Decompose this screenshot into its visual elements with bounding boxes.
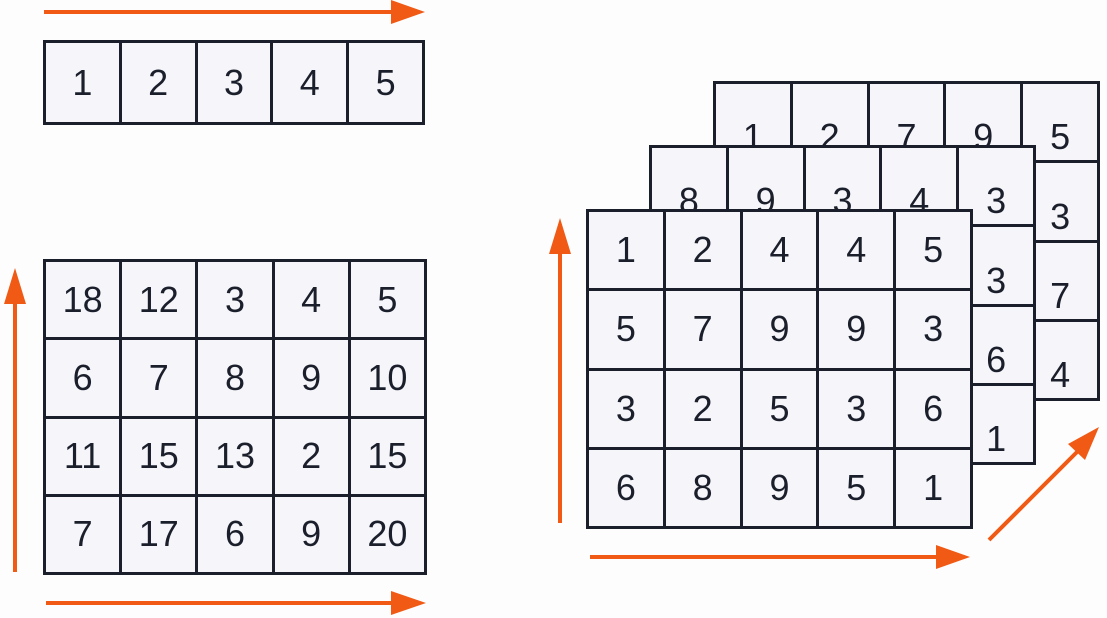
grid-cell: 6 (896, 370, 970, 447)
arrow-2d-horizontal (46, 591, 426, 615)
grid-cell: 4 (742, 212, 817, 289)
grid-cell: 9 (742, 449, 817, 526)
arrow-1d-horizontal (44, 0, 425, 24)
grid-cell: 1 (46, 43, 119, 122)
grid-cell: 4 (273, 43, 347, 122)
grid-cell: 7 (665, 291, 740, 368)
grid-cell: 5 (896, 212, 970, 289)
arrow-3d-depth (987, 427, 1099, 542)
grid-cell: 1 (589, 212, 663, 289)
grid-cell: 5 (819, 449, 894, 526)
grid-cell: 9 (274, 340, 348, 416)
grid-cell: 3 (819, 370, 894, 447)
grid-cell: 9 (742, 291, 817, 368)
grid-cell: 8 (198, 340, 272, 416)
grid-cell: 6 (589, 449, 663, 526)
grid-cell: 11 (46, 418, 120, 494)
grid-cell: 3 (197, 43, 271, 122)
grid-cell: 8 (665, 449, 740, 526)
grid-cell: 4 (819, 212, 894, 289)
grid-cell: 6 (46, 340, 120, 416)
grid-cell: 2 (121, 43, 195, 122)
grid-cell: 5 (589, 291, 663, 368)
grid-cell: 4 (274, 262, 348, 338)
grid-cell: 6 (198, 496, 272, 572)
grid-cell: 7 (46, 496, 120, 572)
grid-cell: 2 (274, 418, 348, 494)
grid-cell: 3 (198, 262, 272, 338)
grid-cell: 5 (349, 43, 422, 122)
arrow-3d-horizontal (590, 545, 970, 569)
grid-cell: 20 (350, 496, 424, 572)
grid-cell: 2 (665, 370, 740, 447)
grid-cell: 15 (122, 418, 196, 494)
grid-cell: 10 (350, 340, 424, 416)
grid-cell: 3 (896, 291, 970, 368)
grid-cell: 2 (665, 212, 740, 289)
grid-cell: 18 (46, 262, 120, 338)
grid-cell: 12 (122, 262, 196, 338)
grid-cell: 5 (742, 370, 817, 447)
grid-cell: 9 (274, 496, 348, 572)
grid-cell: 3 (589, 370, 663, 447)
grid-cell: 5 (350, 262, 424, 338)
grid-cell: 9 (819, 291, 894, 368)
grid-cell: 1 (896, 449, 970, 526)
grid-cell: 15 (350, 418, 424, 494)
grid-cell: 17 (122, 496, 196, 572)
arrow-3d-vertical (549, 218, 571, 523)
grid-cell: 13 (198, 418, 272, 494)
arrow-2d-vertical (4, 268, 26, 572)
grid-cell: 7 (122, 340, 196, 416)
